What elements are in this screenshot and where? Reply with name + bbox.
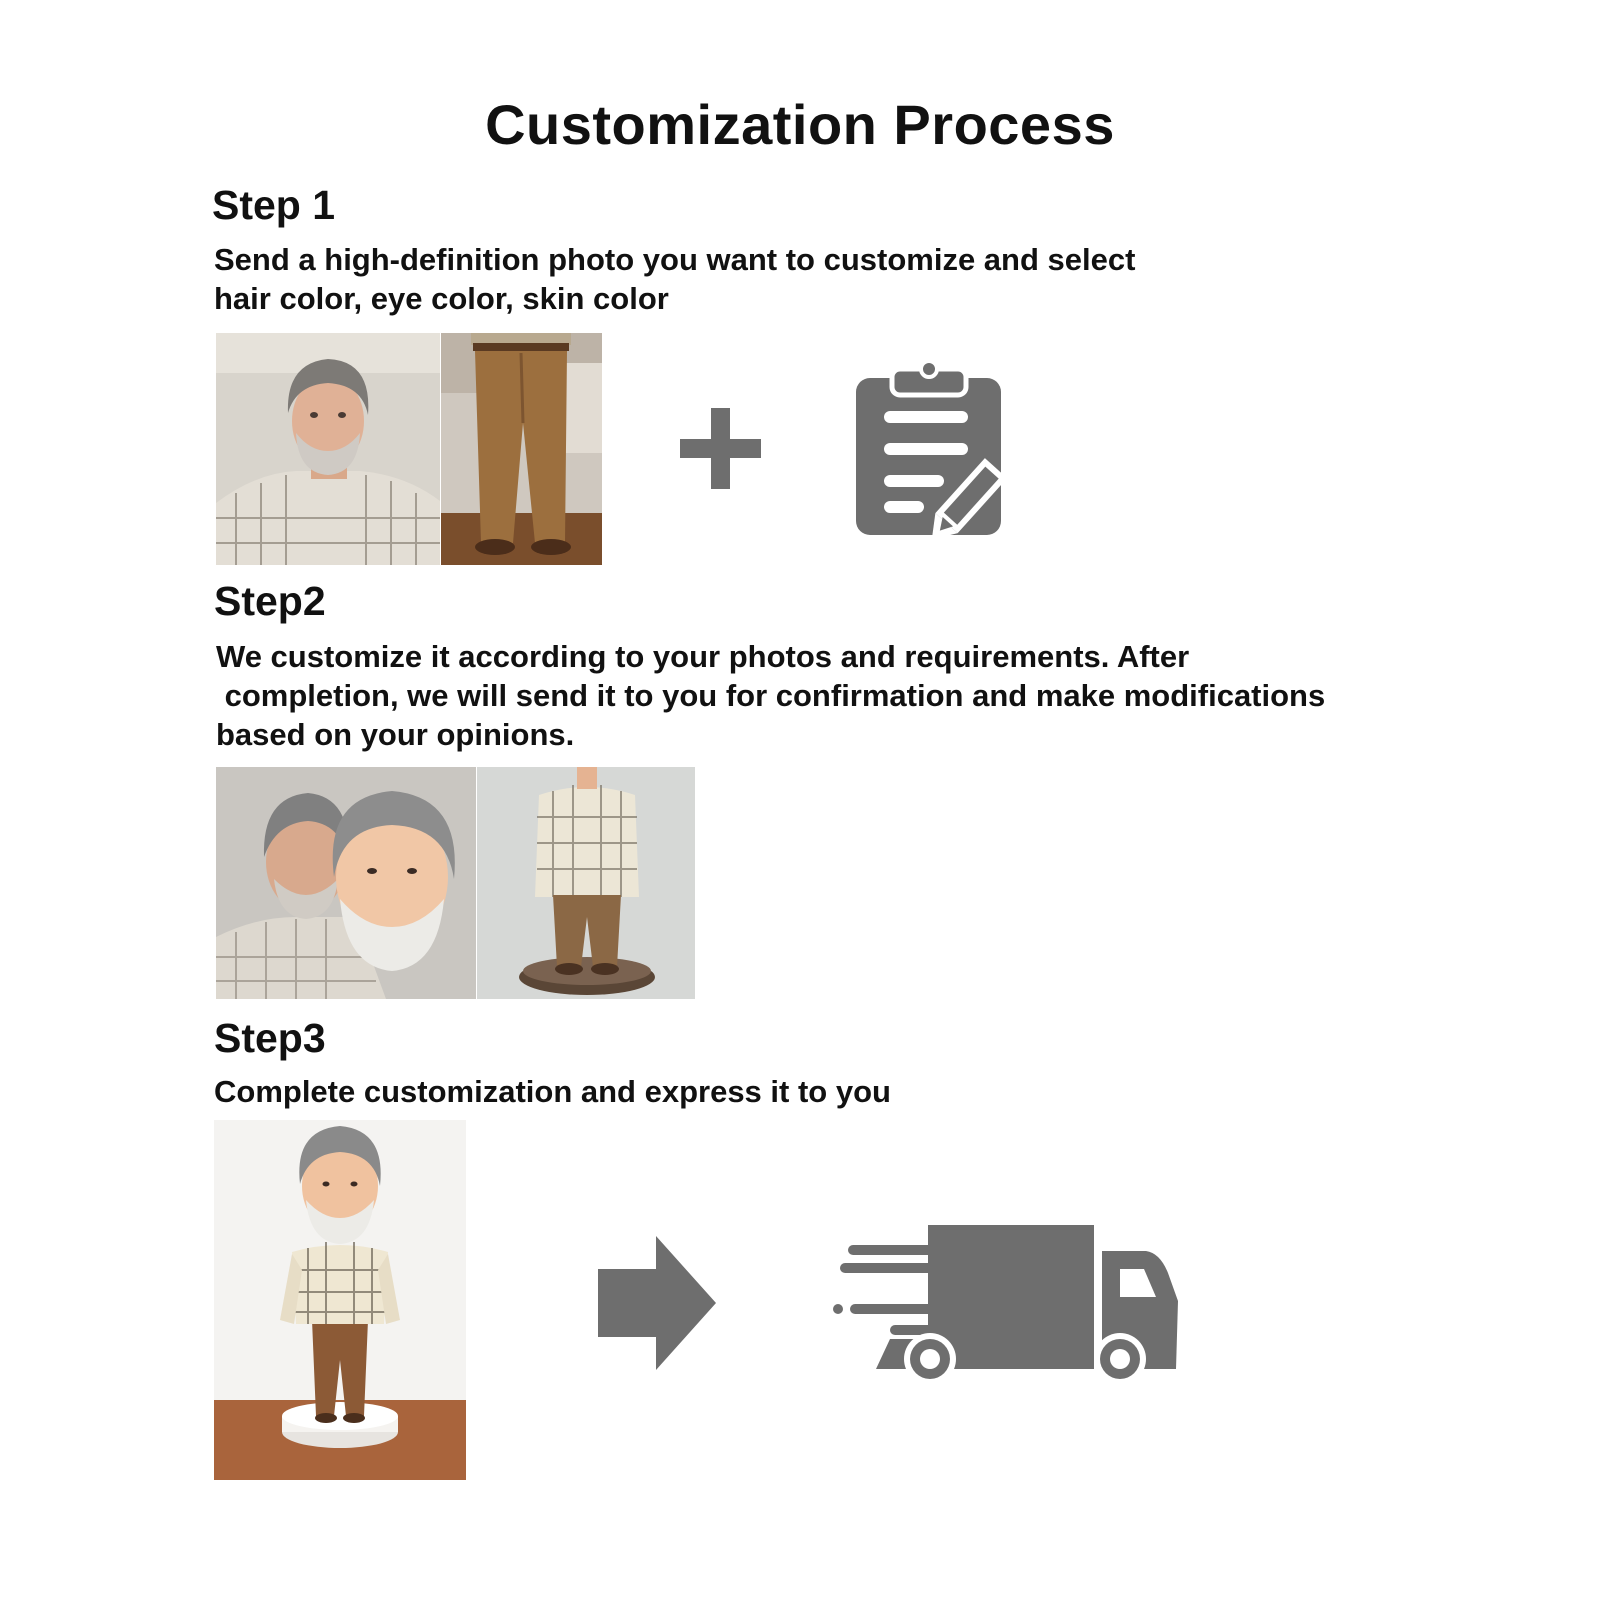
finished-figurine-photo bbox=[214, 1120, 466, 1480]
step-2-text-line-2: completion, we will send it to you for c… bbox=[216, 678, 1326, 713]
clipboard-edit-icon bbox=[856, 363, 1006, 535]
arrow-right-icon bbox=[598, 1236, 716, 1370]
step-1-heading: Step 1 bbox=[212, 182, 336, 228]
step-1-text-line-2: hair color, eye color, skin color bbox=[214, 281, 669, 316]
step-3-text-line-1: Complete customization and express it to… bbox=[214, 1074, 891, 1109]
step-2-text-line-1: We customize it according to your photos… bbox=[216, 639, 1190, 674]
page-title: Customization Process bbox=[485, 93, 1115, 156]
step-2-text-line-3: based on your opinions. bbox=[216, 717, 575, 752]
customer-portrait-photo bbox=[216, 333, 440, 565]
delivery-truck-icon bbox=[830, 1219, 1178, 1387]
sculpted-head-comparison-photo bbox=[216, 767, 476, 999]
step-1-text-line-1: Send a high-definition photo you want to… bbox=[214, 242, 1136, 277]
customer-full-body-photo bbox=[441, 333, 602, 565]
step-2-heading: Step2 bbox=[214, 578, 326, 624]
sculpted-body-photo bbox=[477, 767, 695, 999]
plus-icon bbox=[680, 408, 761, 489]
step-3-heading: Step3 bbox=[214, 1015, 326, 1061]
